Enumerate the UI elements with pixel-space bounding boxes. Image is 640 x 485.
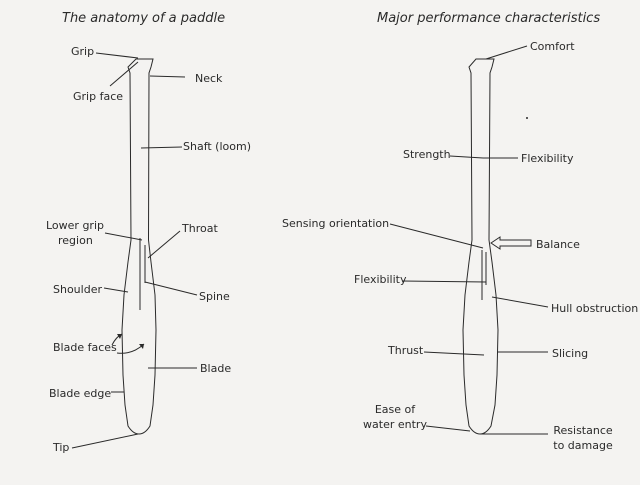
label-blade-edge: Blade edge <box>49 387 112 400</box>
right-paddle-outline <box>462 58 499 435</box>
label-resistance-1: Resistance <box>553 424 613 437</box>
leader-throat <box>147 230 181 259</box>
label-shoulder: Shoulder <box>53 283 102 296</box>
label-flexibility-shaft: Flexibility <box>521 152 574 165</box>
label-slicing: Slicing <box>552 347 589 360</box>
label-strength: Strength <box>403 148 451 161</box>
label-throat: Throat <box>182 222 218 235</box>
label-tip: Tip <box>53 441 70 454</box>
leader-lower-grip <box>104 232 143 241</box>
right-title: Major performance characteristics <box>377 11 601 26</box>
leader-flexibility-blade <box>401 280 487 283</box>
label-comfort: Comfort <box>530 40 575 53</box>
leader-hull <box>491 296 549 308</box>
leader-shaft <box>140 146 183 149</box>
leader-spine <box>144 281 198 296</box>
label-lower-grip-2: region <box>58 234 93 247</box>
label-lower-grip-1: Lower grip <box>46 219 104 232</box>
label-thrust: Thrust <box>388 344 424 357</box>
leader-shoulder <box>103 287 129 293</box>
balance-arrow <box>490 236 532 250</box>
left-paddle-outline <box>121 58 157 435</box>
left-title: The anatomy of a paddle <box>62 11 226 26</box>
leader-sensing <box>389 223 484 249</box>
label-sensing: Sensing orientation <box>282 217 390 230</box>
label-shaft: Shaft (loom) <box>183 140 251 153</box>
label-neck: Neck <box>195 72 223 85</box>
label-grip-face: Grip face <box>73 90 124 103</box>
leader-thrust <box>423 351 485 356</box>
label-resistance-2: to damage <box>553 439 613 452</box>
leader-grip <box>95 52 139 59</box>
label-hull: Hull obstruction <box>551 302 639 315</box>
leader-tip <box>71 433 139 449</box>
label-ease-2: water entry <box>363 418 427 431</box>
label-blade: Blade <box>200 362 232 375</box>
leader-grip-face <box>109 61 139 87</box>
label-grip: Grip <box>71 45 95 58</box>
label-spine: Spine <box>199 290 230 303</box>
label-ease-1: Ease of <box>374 403 416 416</box>
leader-strength <box>449 155 484 159</box>
leader-ease <box>425 425 471 432</box>
leader-neck <box>149 75 186 78</box>
leader-comfort <box>485 45 528 60</box>
label-flexibility-blade: Flexibility <box>354 273 407 286</box>
label-balance: Balance <box>536 238 580 251</box>
label-blade-faces: Blade faces <box>53 341 117 354</box>
leader-blade-faces-b <box>116 343 145 354</box>
